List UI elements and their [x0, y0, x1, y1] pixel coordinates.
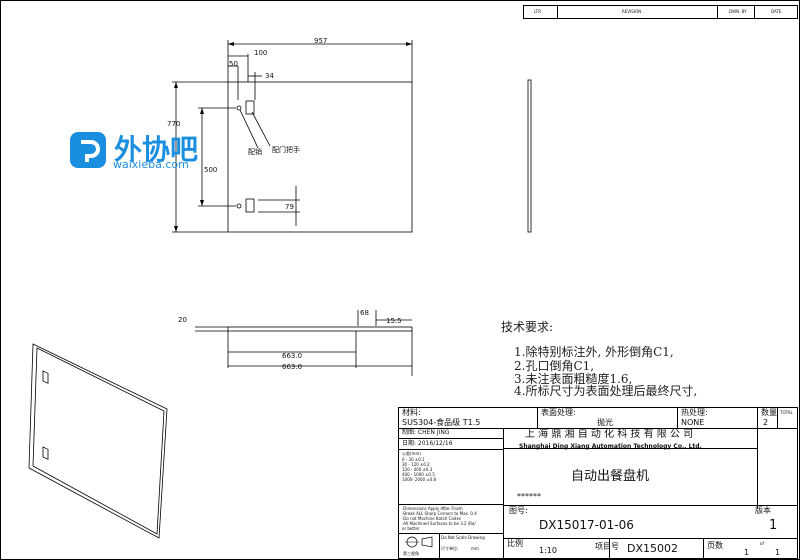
- version-value: 1: [769, 518, 778, 533]
- dim-68: 68: [360, 309, 369, 317]
- dim-20: 20: [178, 316, 187, 324]
- pages-value: 1: [775, 548, 781, 557]
- tol-row-2: 30 - 120 ±0.2: [402, 462, 430, 467]
- tol-row-1: 0 - 30 ±0.1: [402, 457, 425, 462]
- dim-100: 100: [254, 49, 268, 57]
- projection-symbol-icon: [405, 536, 433, 548]
- note-2: ·Break ALL Sharp Corners to Max. 0.4: [402, 511, 477, 516]
- drawing-no: DX15017-01-06: [539, 518, 634, 532]
- surface-label: 表面处理:: [541, 408, 576, 417]
- project-label: 项目号: [595, 542, 619, 551]
- qty-label: 数量: [761, 408, 777, 417]
- scale-label: 比例: [507, 539, 523, 548]
- rev-ltr: LTR: [534, 9, 541, 14]
- no-scale: Do Not Scale Drawing: [441, 535, 485, 540]
- material-label: 材料:: [402, 408, 421, 417]
- drawing-date: 日期: 2016/12/16: [402, 440, 453, 447]
- dim-15-5: 15.5: [386, 317, 402, 325]
- page-value: 1: [744, 548, 750, 557]
- watermark-logo: [68, 130, 108, 170]
- tol-row-4: 400 - 1000 ±0.5: [402, 472, 435, 477]
- note-1: ·Dimensions Apply After Finish: [402, 506, 463, 511]
- dim-770: 770: [167, 120, 181, 128]
- scale-value: 1:10: [539, 546, 557, 555]
- note-5: or better: [402, 526, 420, 531]
- dim-957: 957: [314, 37, 328, 45]
- callout-pin: 配销: [248, 148, 262, 156]
- requirement-1: 1.除特别标注外, 外形倒角C1,: [514, 345, 674, 359]
- drawing-no-label: 图号:: [509, 506, 528, 515]
- watermark-url: waixieba.com: [113, 158, 189, 171]
- project-value: DX15002: [627, 542, 678, 555]
- rev-drawn-by: DWN. BY: [729, 9, 747, 14]
- revision-header: LTR REVISION DWN. BY DATE: [523, 5, 798, 19]
- company-en: Shanghai Ding Xiang Automation Technolog…: [519, 443, 702, 450]
- product-name: 自动出餐盘机: [571, 469, 650, 484]
- dim-50: 50: [229, 60, 238, 68]
- stars: ******: [517, 492, 541, 501]
- dim-34: 34: [265, 72, 274, 80]
- heat-value: NONE: [681, 418, 705, 427]
- units-label: 尺寸单位:: [441, 546, 459, 551]
- note-4: ·All Machined Surfaces to be 3.2 /Ra/: [402, 521, 476, 526]
- surface-value: 抛光: [597, 418, 613, 427]
- watermark-cn: 外协吧: [114, 133, 199, 166]
- plate-outline: [227, 81, 413, 233]
- company-cn: 上 海 鼎 湘 自 动 化 科 技 有 限 公 司: [525, 429, 694, 440]
- title-block: 材料: SUS304-食品级 T1.5 表面处理: 抛光 热处理: NONE 数…: [398, 407, 798, 559]
- page-label: 页数: [707, 541, 723, 550]
- requirements-title: 技术要求:: [501, 320, 554, 334]
- callout-handle: 配门把手: [272, 146, 300, 154]
- tol-row-5: 1000- 2000 ±0.8: [402, 477, 437, 482]
- version-label: 版本: [755, 506, 771, 515]
- heat-label: 热处理:: [681, 408, 708, 417]
- dim-500: 500: [204, 166, 218, 174]
- logo-icon: [70, 132, 106, 168]
- rev-date: DATE: [771, 9, 782, 14]
- tolerance-title: 公差(mm): [402, 451, 421, 456]
- dim-79: 79: [285, 203, 294, 211]
- requirement-2: 2.孔口倒角C1,: [514, 359, 595, 373]
- designer: 制图: CHEN JING: [402, 429, 450, 436]
- rev-revision: REVISION: [622, 9, 642, 14]
- material-value: SUS304-食品级 T1.5: [402, 418, 481, 427]
- units-value: mm: [471, 546, 479, 551]
- dim-663-a: 663.0: [282, 352, 303, 360]
- qty-value: 2: [763, 418, 769, 427]
- requirement-4: 4.所标尺寸为表面处理后最终尺寸,: [514, 384, 698, 398]
- dim-663-b: 663.0: [282, 363, 303, 371]
- requirement-3: 3.未注表面粗糙度1.6,: [514, 372, 633, 386]
- note-3: ·Do not Machine Batch Codes: [402, 516, 462, 521]
- page-of: of: [760, 541, 764, 546]
- projection-label: 第三视角: [403, 551, 419, 556]
- total-label: TOTAL: [780, 410, 793, 415]
- tol-row-3: 120 - 400 ±0.3: [402, 467, 433, 472]
